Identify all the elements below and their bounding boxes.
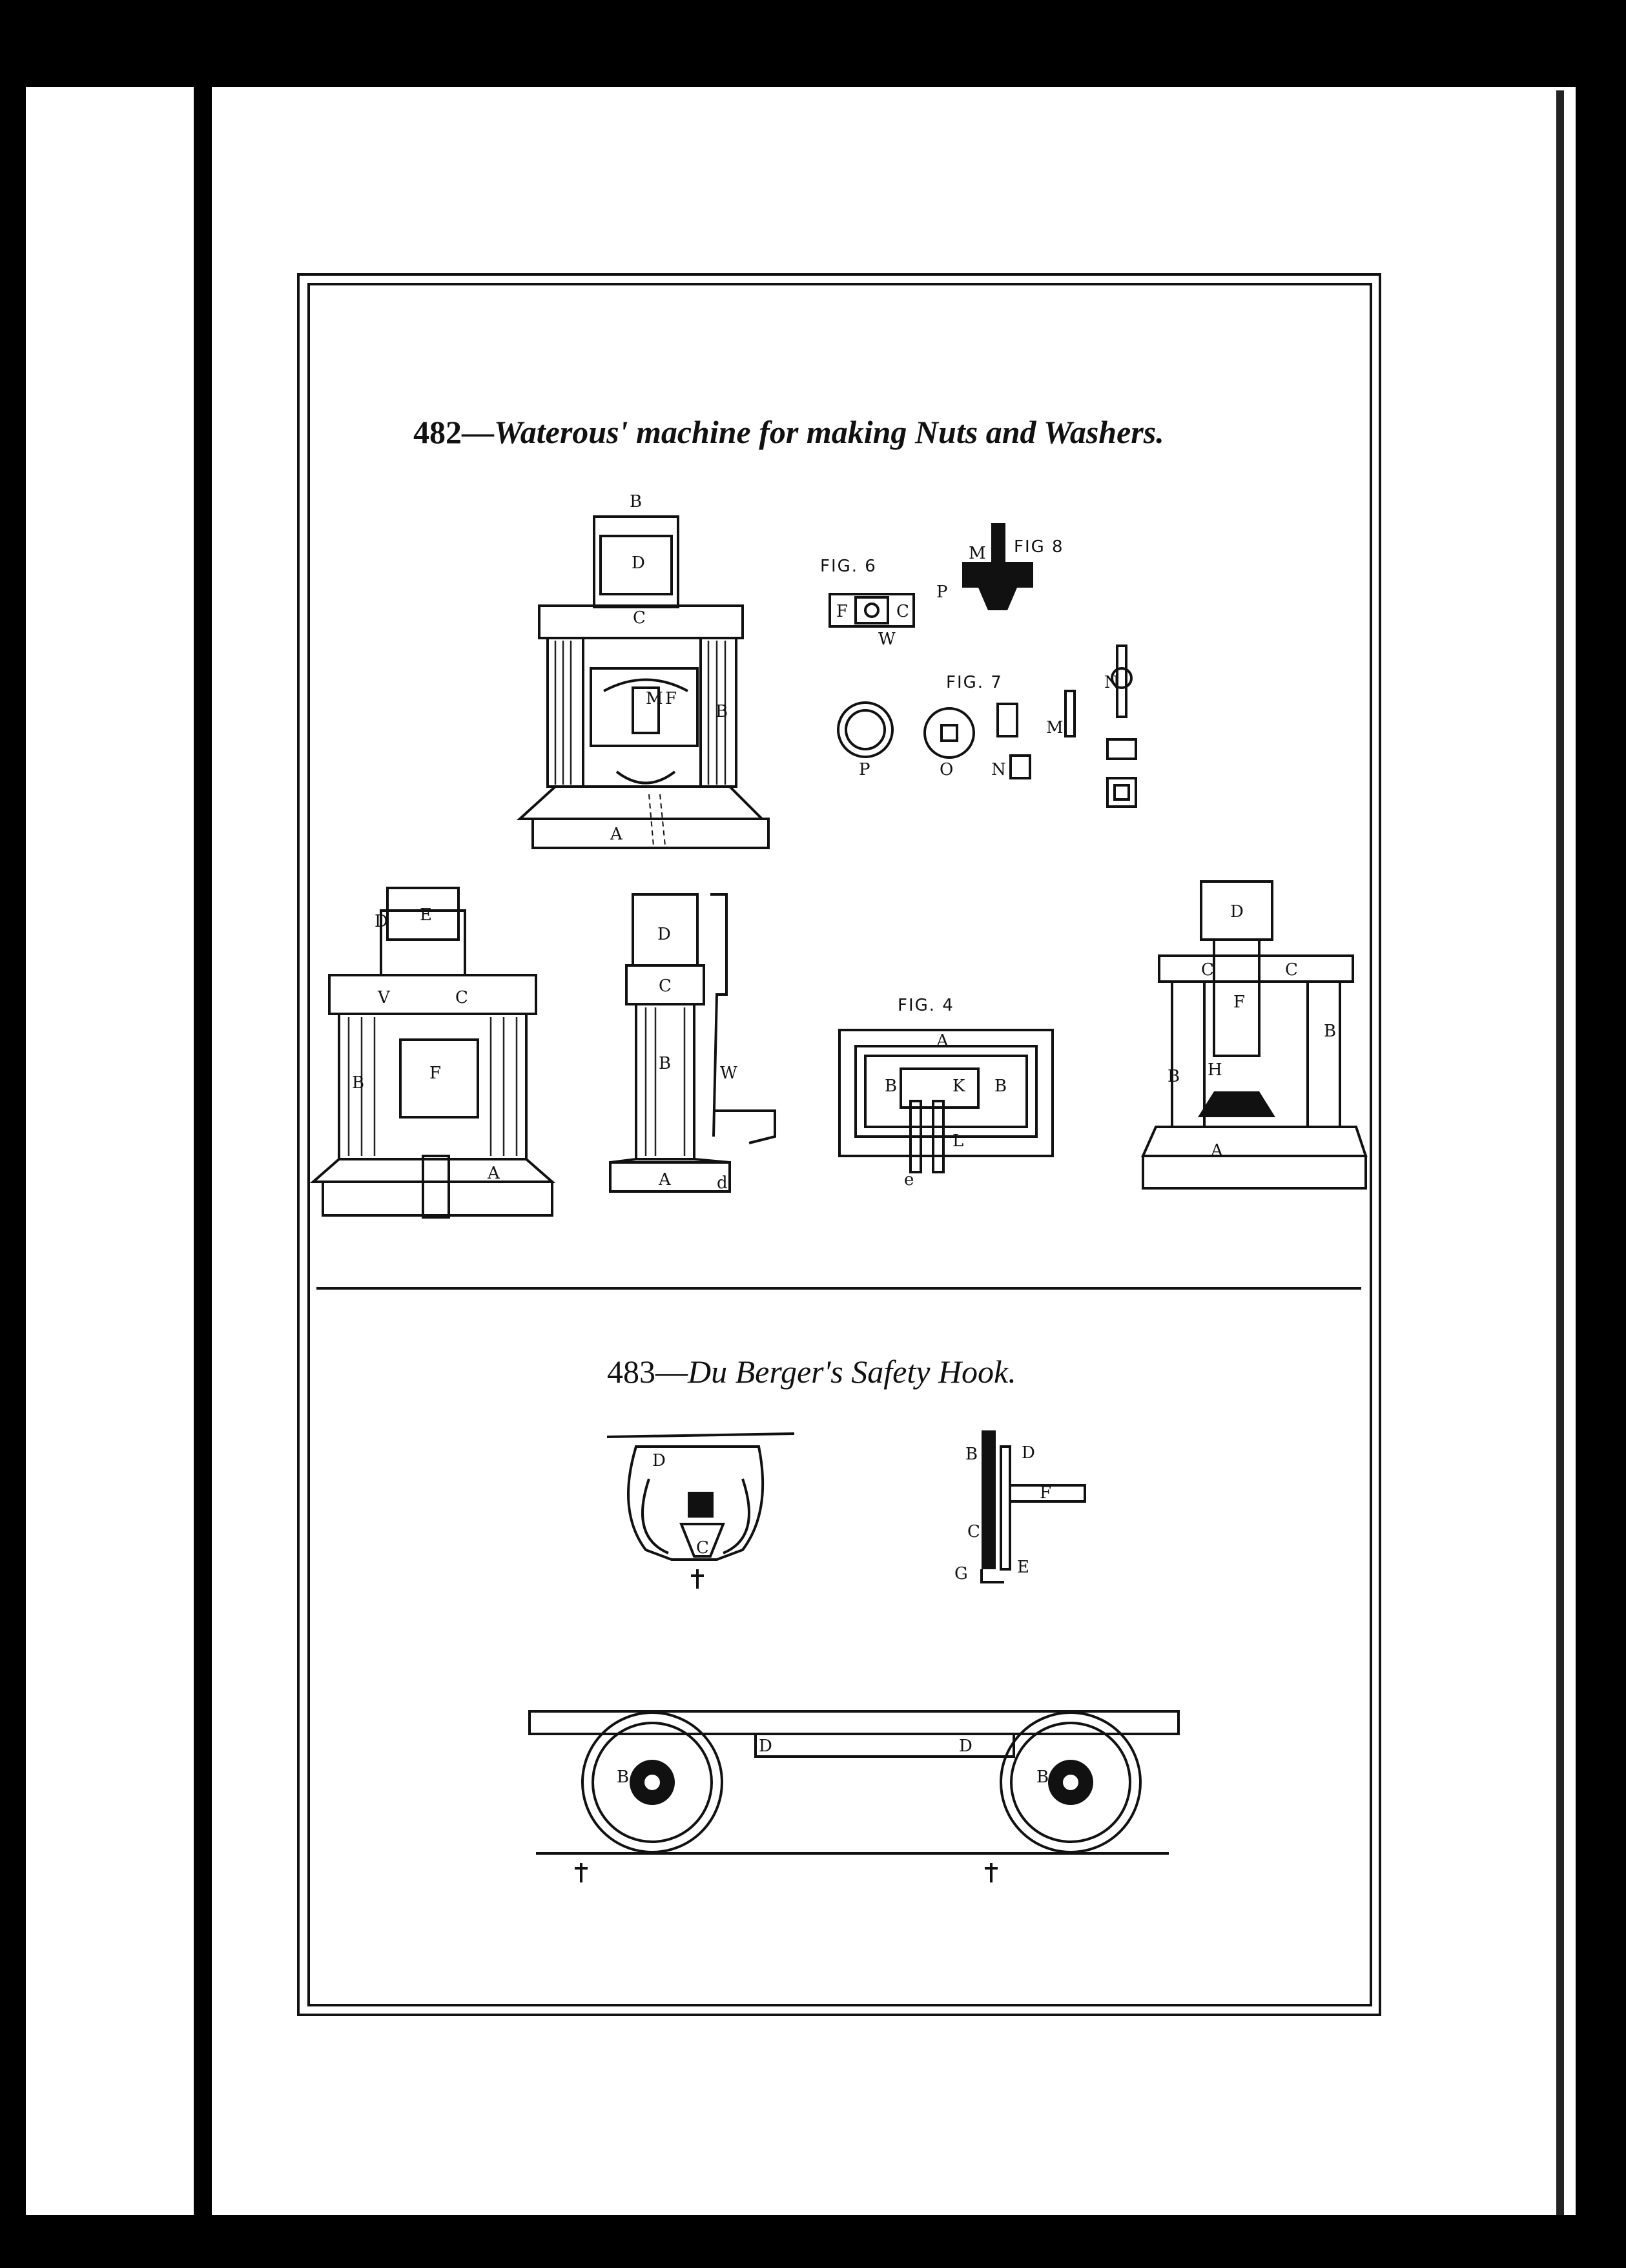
machine-front-view: B D C B M F A <box>516 492 770 849</box>
caption-483-title: Du Berger's Safety Hook. <box>688 1354 1016 1390</box>
fig-8-label: FIG 8 <box>1014 537 1064 557</box>
label-c-hook: C <box>696 1538 709 1558</box>
caption-483-number: 483— <box>607 1354 688 1390</box>
label-d-left: D <box>375 912 388 931</box>
label-b-wheel2: B <box>1036 1768 1049 1787</box>
label-m-fig7: M <box>1046 718 1064 737</box>
label-d-carriage2: D <box>959 1737 973 1756</box>
fig-4-drawing: FIG. 4 A B B K L e <box>838 996 1054 1190</box>
plate-frame <box>297 273 1381 2016</box>
label-v-left: V <box>377 988 391 1007</box>
label-m: M <box>646 689 663 708</box>
fig-8-drawing: FIG 8 M P <box>936 523 1064 610</box>
label-h-sec: H <box>1208 1060 1222 1080</box>
label-d-carriage: D <box>759 1737 772 1756</box>
label-a-left: A <box>487 1164 500 1183</box>
machine-column-view: D C B A W d <box>609 893 776 1193</box>
label-a-sec: A <box>1210 1141 1224 1160</box>
label-c-fig6: C <box>896 602 909 621</box>
fig-4-label: FIG. 4 <box>898 996 954 1015</box>
machine-side-view-left: D E V C B F A <box>309 887 556 1219</box>
label-d-sec: D <box>1230 902 1244 922</box>
fig-7-label: FIG. 7 <box>946 673 1003 692</box>
label-b-fig4: B <box>885 1077 897 1096</box>
label-g-hook: G <box>954 1564 968 1583</box>
label-c: C <box>633 608 646 628</box>
label-c-hook2: C <box>967 1522 980 1541</box>
label-e-fig4: e <box>904 1170 914 1190</box>
label-l-fig4: L <box>952 1131 963 1151</box>
label-d-col: D <box>657 925 671 944</box>
caption-482: 482—Waterous' machine for making Nuts an… <box>413 413 1164 451</box>
label-d-hook: D <box>652 1451 666 1470</box>
label-b-sec: B <box>1168 1067 1180 1086</box>
label-a-fig4: A <box>936 1031 949 1051</box>
label-n2-fig7: N <box>1104 673 1119 692</box>
label-f-hook: F <box>1040 1483 1051 1503</box>
label-a: A <box>610 825 623 844</box>
fig-6-drawing: FIG. 6 F C W <box>820 557 915 649</box>
fig-6-label: FIG. 6 <box>820 557 877 576</box>
caption-482-title: Waterous' machine for making Nuts and Wa… <box>494 414 1164 450</box>
label-b: B <box>630 492 642 511</box>
label-n-fig7: N <box>991 760 1006 779</box>
label-b2-sec: B <box>1324 1022 1336 1041</box>
caption-482-number: 482— <box>413 414 494 450</box>
label-f-fig6: F <box>836 602 848 621</box>
label-b-col: B <box>659 1054 671 1073</box>
label-c-col: C <box>659 976 672 996</box>
label-b2: B <box>715 702 728 721</box>
label-e-left: E <box>420 905 432 925</box>
label-e-hook: E <box>1017 1558 1029 1577</box>
label-f: F <box>665 689 677 708</box>
label-o-fig7: O <box>940 760 953 779</box>
machine-section-view: D C C F B B H A <box>1140 880 1368 1190</box>
label-p-fig8: P <box>936 582 948 602</box>
label-b-wheel: B <box>617 1768 629 1787</box>
label-f-sec: F <box>1233 993 1245 1012</box>
label-d-hook2: D <box>1022 1443 1035 1463</box>
label-b2-fig4: B <box>994 1077 1007 1096</box>
label-b-left: B <box>352 1073 364 1093</box>
label-c-left: C <box>455 988 468 1007</box>
label-m-fig8: M <box>969 544 986 563</box>
label-f-left: F <box>429 1064 441 1083</box>
label-p-fig7: P <box>859 760 870 779</box>
carriage-drawing: B B D D <box>528 1710 1180 1882</box>
caption-483: 483—Du Berger's Safety Hook. <box>607 1353 1016 1390</box>
hook-front-view: D C <box>606 1432 795 1589</box>
label-w-fig6: W <box>878 630 896 649</box>
label-d-col2: d <box>717 1173 728 1193</box>
label-c2-sec: C <box>1285 960 1298 980</box>
hook-side-view: B D F C G E <box>954 1430 1086 1583</box>
label-w-col: W <box>720 1064 737 1083</box>
label-c-sec: C <box>1201 960 1214 980</box>
label-a-col: A <box>658 1170 672 1190</box>
label-b-hook: B <box>965 1445 978 1464</box>
fig-7-drawing: FIG. 7 P O N M N <box>837 644 1137 808</box>
label-k-fig4: K <box>952 1077 965 1096</box>
label-d: D <box>632 553 645 573</box>
